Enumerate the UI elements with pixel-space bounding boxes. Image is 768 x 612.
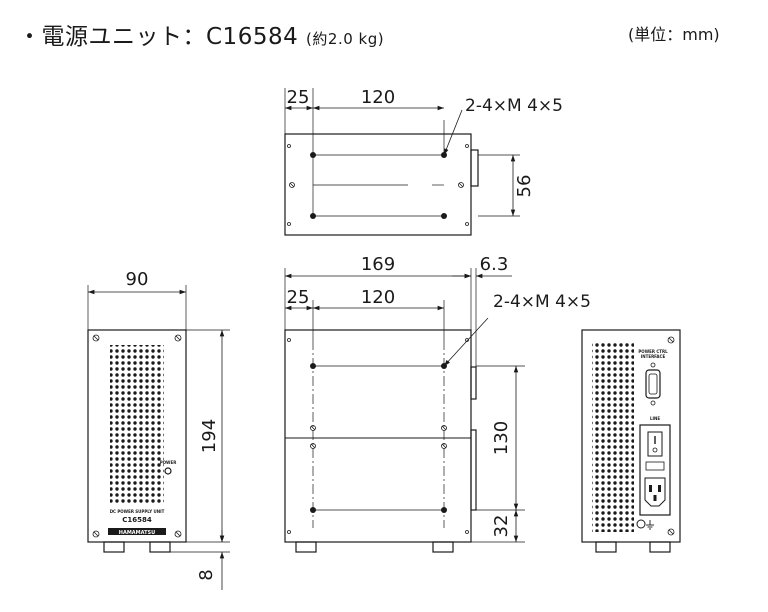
front-view bbox=[87, 285, 230, 590]
front-vent-grille bbox=[110, 345, 164, 505]
side-dim-6-3: 6.3 bbox=[480, 254, 509, 275]
side-rear-panel-protrusion bbox=[470, 429, 477, 511]
side-view-holes bbox=[310, 363, 447, 513]
side-hole-note: 2-4×M 4×5 bbox=[493, 292, 591, 312]
top-view bbox=[284, 88, 520, 236]
side-view-screws bbox=[287, 338, 469, 534]
side-hole-leader bbox=[443, 317, 489, 367]
ground-terminal-icon bbox=[636, 519, 646, 529]
front-dim-90: 90 bbox=[126, 269, 149, 290]
side-foot-left bbox=[295, 541, 317, 553]
power-ctrl-connector-icon bbox=[645, 369, 661, 399]
fuse-holder-icon bbox=[645, 461, 665, 471]
side-hole bbox=[310, 363, 316, 369]
rear-connector-label: POWER CTRL bbox=[638, 349, 668, 354]
top-dim-120: 120 bbox=[361, 87, 395, 108]
power-inlet-block bbox=[639, 424, 671, 516]
top-hole-note: 2-4×M 4×5 bbox=[465, 96, 563, 116]
front-brand-logo: HAMAMATSU bbox=[119, 530, 155, 536]
front-foot-left bbox=[103, 541, 125, 553]
side-dim-32: 32 bbox=[491, 515, 512, 538]
top-hole bbox=[310, 213, 316, 219]
side-dim-169: 169 bbox=[361, 254, 395, 275]
rear-foot-left bbox=[595, 541, 617, 553]
side-connector-protrusion bbox=[470, 366, 477, 400]
rear-line-label: LINE bbox=[650, 416, 660, 421]
front-dim-194: 194 bbox=[199, 419, 220, 453]
unit-label: (単位：mm) bbox=[628, 25, 720, 44]
ac-inlet-icon bbox=[644, 477, 666, 507]
front-model-label: C16584 bbox=[122, 516, 152, 524]
rear-vent-grille bbox=[592, 342, 634, 532]
top-dim-25: 25 bbox=[287, 87, 310, 108]
side-view bbox=[284, 268, 525, 553]
front-power-label: POWER bbox=[160, 460, 177, 465]
top-view-screws bbox=[287, 144, 469, 226]
top-hole bbox=[441, 213, 447, 219]
front-dim-8: 8 bbox=[196, 569, 217, 580]
front-brand-plate bbox=[108, 528, 166, 535]
front-unit-label: DC POWER SUPPLY UNIT bbox=[110, 509, 165, 514]
side-hole bbox=[310, 507, 316, 513]
top-view-holes bbox=[310, 152, 447, 219]
side-hole bbox=[441, 363, 447, 369]
page-title: ・電源ユニット：C16584 (約2.0 kg) bbox=[18, 17, 384, 51]
side-hole bbox=[441, 507, 447, 513]
side-foot-right bbox=[432, 541, 454, 553]
power-lamp-icon bbox=[164, 467, 172, 475]
top-view-connector bbox=[470, 149, 479, 187]
title-weight: (約2.0 kg) bbox=[306, 30, 385, 48]
front-foot-right bbox=[149, 541, 171, 553]
top-hole bbox=[441, 152, 447, 158]
top-hole bbox=[310, 152, 316, 158]
rear-foot-right bbox=[649, 541, 671, 553]
front-view-body bbox=[87, 329, 187, 543]
side-dim-130: 130 bbox=[491, 421, 512, 455]
title-text: ・電源ユニット：C16584 bbox=[18, 24, 299, 50]
top-dim-56: 56 bbox=[514, 175, 535, 198]
rear-view bbox=[581, 329, 681, 553]
side-dim-25: 25 bbox=[287, 287, 310, 308]
rear-connector-sublabel: INTERFACE bbox=[641, 354, 666, 359]
top-hole-leader bbox=[443, 109, 463, 156]
power-switch-icon bbox=[647, 431, 663, 457]
rear-view-body bbox=[581, 329, 681, 543]
side-dim-120: 120 bbox=[361, 287, 395, 308]
